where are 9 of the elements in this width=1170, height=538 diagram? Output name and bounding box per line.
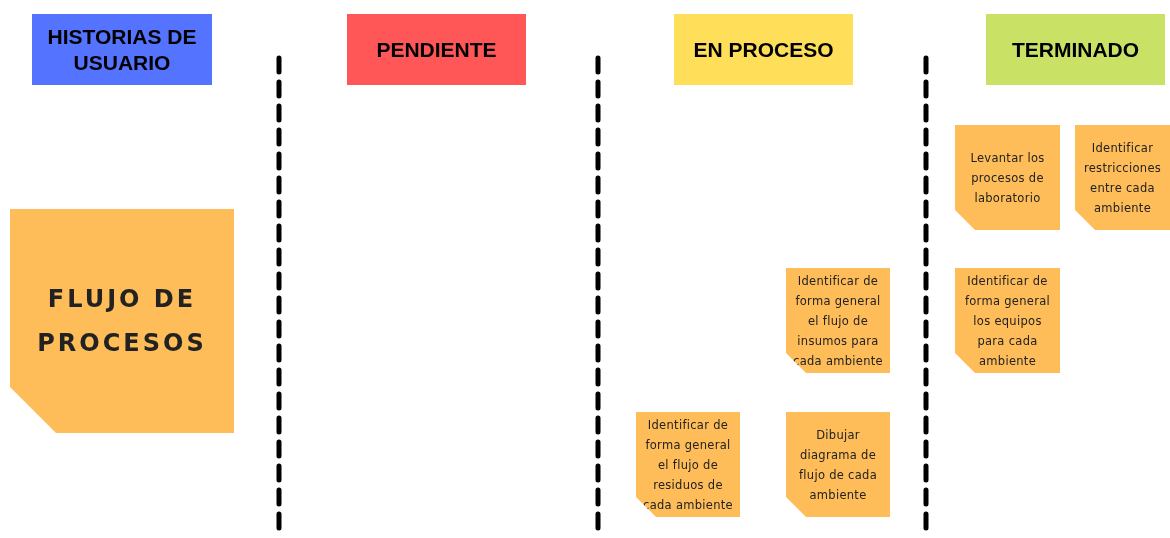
column-header: HISTORIAS DE USUARIO	[32, 14, 212, 85]
sticky-note: Identificar de forma general los equipos para cada ambiente	[955, 268, 1060, 373]
column-header: EN PROCESO	[674, 14, 853, 85]
sticky-note: Levantar los procesos de laboratorio	[955, 125, 1060, 230]
sticky-note: Dibujar diagrama de flujo de cada ambiente	[786, 412, 890, 517]
sticky-note: Identificar restricciones entre cada ambiente	[1075, 125, 1170, 230]
column-header: TERMINADO	[986, 14, 1165, 85]
sticky-note: FLUJO DE PROCESOS	[10, 209, 234, 433]
column-header: PENDIENTE	[347, 14, 526, 85]
